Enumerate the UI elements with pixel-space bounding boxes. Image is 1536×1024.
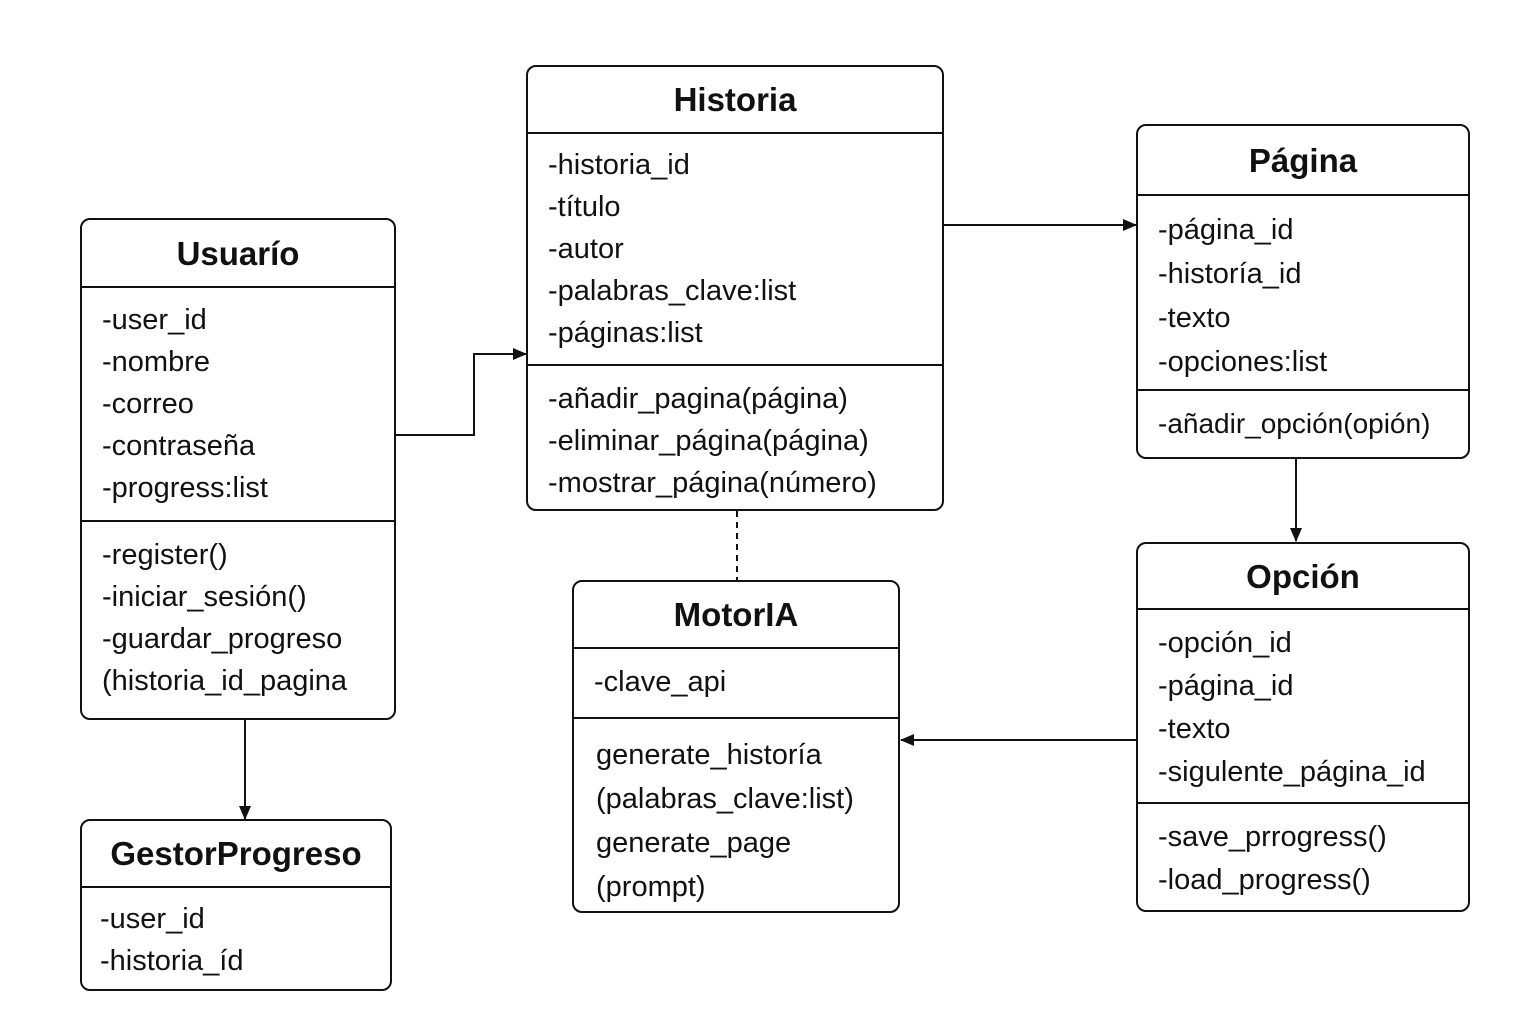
method: (prompt) (596, 871, 706, 903)
class-historia: Historia -historia_id -título -autor -pa… (526, 65, 944, 511)
attribute: -user_id (102, 304, 207, 336)
attribute: -palabras_clave:list (548, 275, 797, 307)
method: -load_progress() (1158, 864, 1371, 896)
attribute: -texto (1158, 302, 1231, 334)
class-gestorprogreso: GestorProgreso -user_id -historia_íd (80, 819, 392, 991)
attribute: -historia_íd (100, 945, 244, 977)
method: generate_page (596, 827, 792, 859)
method: -mostrar_página(número) (548, 467, 877, 499)
method: -añadir_pagina(página) (548, 383, 848, 415)
class-usuario-name: Usuarío (82, 220, 394, 288)
attribute: -sigulente_página_id (1158, 756, 1426, 788)
attribute: -historía_id (1158, 258, 1302, 290)
usuario-to-historia-arrow (396, 348, 527, 436)
method: -iniciar_sesión() (102, 581, 307, 613)
class-pagina-name: Página (1138, 126, 1468, 196)
attribute: -clave_api (594, 666, 727, 698)
attribute: -título (548, 191, 621, 223)
attribute: -texto (1158, 713, 1231, 745)
class-historia-methods: -añadir_pagina(página) -eliminar_página(… (528, 366, 942, 504)
class-usuario-methods: -register() -iniciar_sesión() -guardar_p… (82, 522, 394, 702)
class-motoria-methods: generate_historía (palabras_clave:list) … (574, 719, 898, 909)
attribute: -página_id (1158, 214, 1294, 246)
method: -register() (102, 539, 228, 571)
method: -save_prrogress() (1158, 821, 1387, 853)
class-usuario-attributes: -user_id -nombre -correo -contraseña -pr… (82, 288, 394, 522)
method: -eliminar_página(página) (548, 425, 869, 457)
method: (historia_id_pagina (102, 665, 348, 697)
class-opcion-attributes: -opción_id -página_id -texto -sigulente_… (1138, 610, 1468, 804)
method: -guardar_progreso (102, 623, 343, 655)
attribute: -páginas:list (548, 317, 703, 349)
attribute: -contraseña (102, 430, 256, 462)
class-historia-name: Historia (528, 67, 942, 134)
class-opcion-name: Opción (1138, 544, 1468, 610)
attribute: -opciones:list (1158, 346, 1328, 378)
attribute: -historia_id (548, 149, 690, 181)
class-motoria-attributes: -clave_api (574, 649, 898, 719)
attribute: -opción_id (1158, 627, 1292, 659)
class-opcion-methods: -save_prrogress() -load_progress() (1138, 804, 1468, 902)
class-pagina-methods: -añadir_opción(opión) (1138, 391, 1468, 445)
attribute: -página_id (1158, 670, 1294, 702)
method: -añadir_opción(opión) (1158, 408, 1431, 439)
attribute: -progress:list (102, 472, 268, 504)
class-pagina-attributes: -página_id -historía_id -texto -opciones… (1138, 196, 1468, 391)
class-gestorprogreso-attributes: -user_id -historia_íd (82, 888, 390, 982)
attribute: -nombre (102, 346, 210, 378)
class-motoria: MotorIA -clave_api generate_historía (pa… (572, 580, 900, 913)
class-historia-attributes: -historia_id -título -autor -palabras_cl… (528, 134, 942, 366)
method: (palabras_clave:list) (596, 783, 854, 815)
class-opcion: Opción -opción_id -página_id -texto -sig… (1136, 542, 1470, 912)
class-pagina: Página -página_id -historía_id -texto -o… (1136, 124, 1470, 459)
attribute: -user_id (100, 903, 205, 935)
class-usuario: Usuarío -user_id -nombre -correo -contra… (80, 218, 396, 720)
attribute: -correo (102, 388, 194, 420)
attribute: -autor (548, 233, 624, 265)
class-gestorprogreso-name: GestorProgreso (82, 821, 390, 888)
class-motoria-name: MotorIA (574, 582, 898, 649)
method: generate_historía (596, 739, 822, 771)
